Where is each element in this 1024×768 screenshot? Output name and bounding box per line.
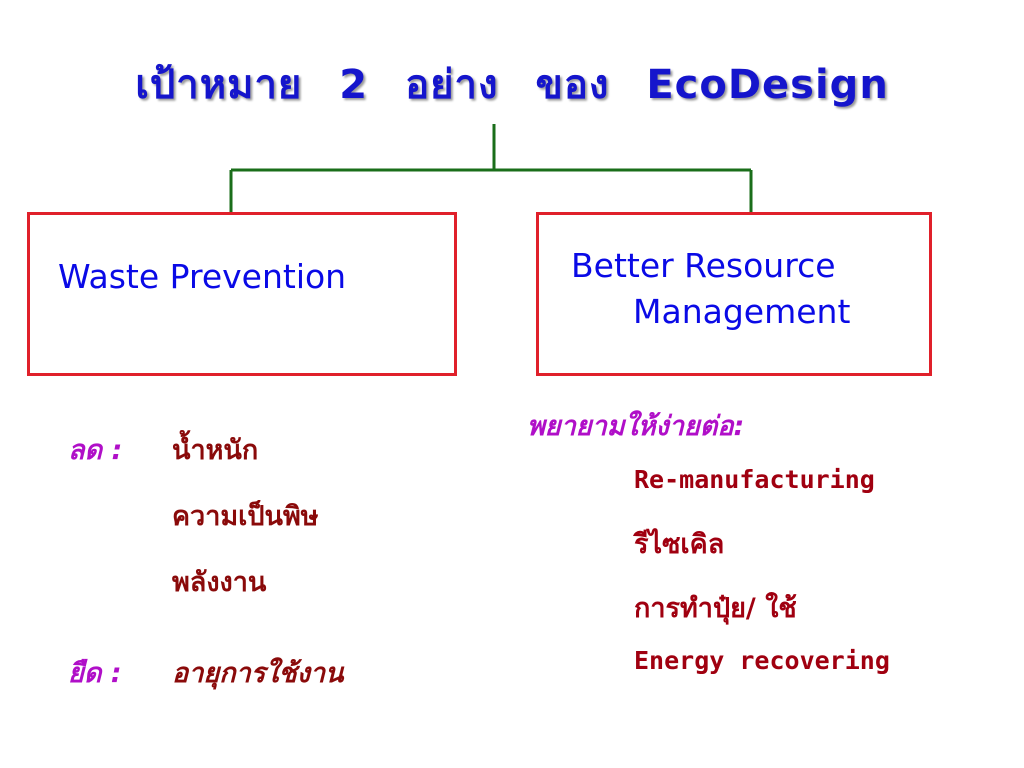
waste-prevention-label: Waste Prevention: [58, 257, 347, 296]
waste-prevention-box: Waste Prevention: [27, 212, 457, 376]
title-word-goal: เป้าหมาย: [135, 62, 303, 108]
resource-management-line2: Management: [633, 292, 851, 331]
extend-prefix: ยืด :: [68, 658, 122, 689]
title-word-of: ของ: [535, 62, 610, 108]
extend-item-lifetime: อายุการใช้งาน: [172, 658, 344, 689]
right-item-composting: การทำปุ๋ย/ ใช้: [634, 593, 797, 624]
diagram-title: เป้าหมาย 2 อย่าง ของ EcoDesign: [0, 52, 1024, 116]
resource-management-box: Better Resource Management: [536, 212, 932, 376]
title-word-ecodesign: EcoDesign: [646, 62, 889, 108]
resource-management-label: Better Resource Management: [571, 243, 850, 335]
right-item-recycling: รีไซเคิล: [634, 529, 725, 560]
reduce-prefix: ลด :: [68, 435, 123, 466]
reduce-item-weight: น้ำหนัก: [172, 435, 259, 466]
right-item-remanufacturing: Re-manufacturing: [634, 465, 875, 494]
right-list-prefix: พยายามให้ง่ายต่อ:: [527, 411, 745, 442]
title-word-kinds: อย่าง: [405, 62, 499, 108]
reduce-item-energy: พลังงาน: [172, 567, 267, 598]
reduce-item-toxicity: ความเป็นพิษ: [172, 501, 319, 532]
right-item-energy-recovering: Energy recovering: [634, 646, 890, 675]
resource-management-line1: Better Resource: [571, 246, 836, 285]
title-word-number: 2: [339, 62, 369, 108]
